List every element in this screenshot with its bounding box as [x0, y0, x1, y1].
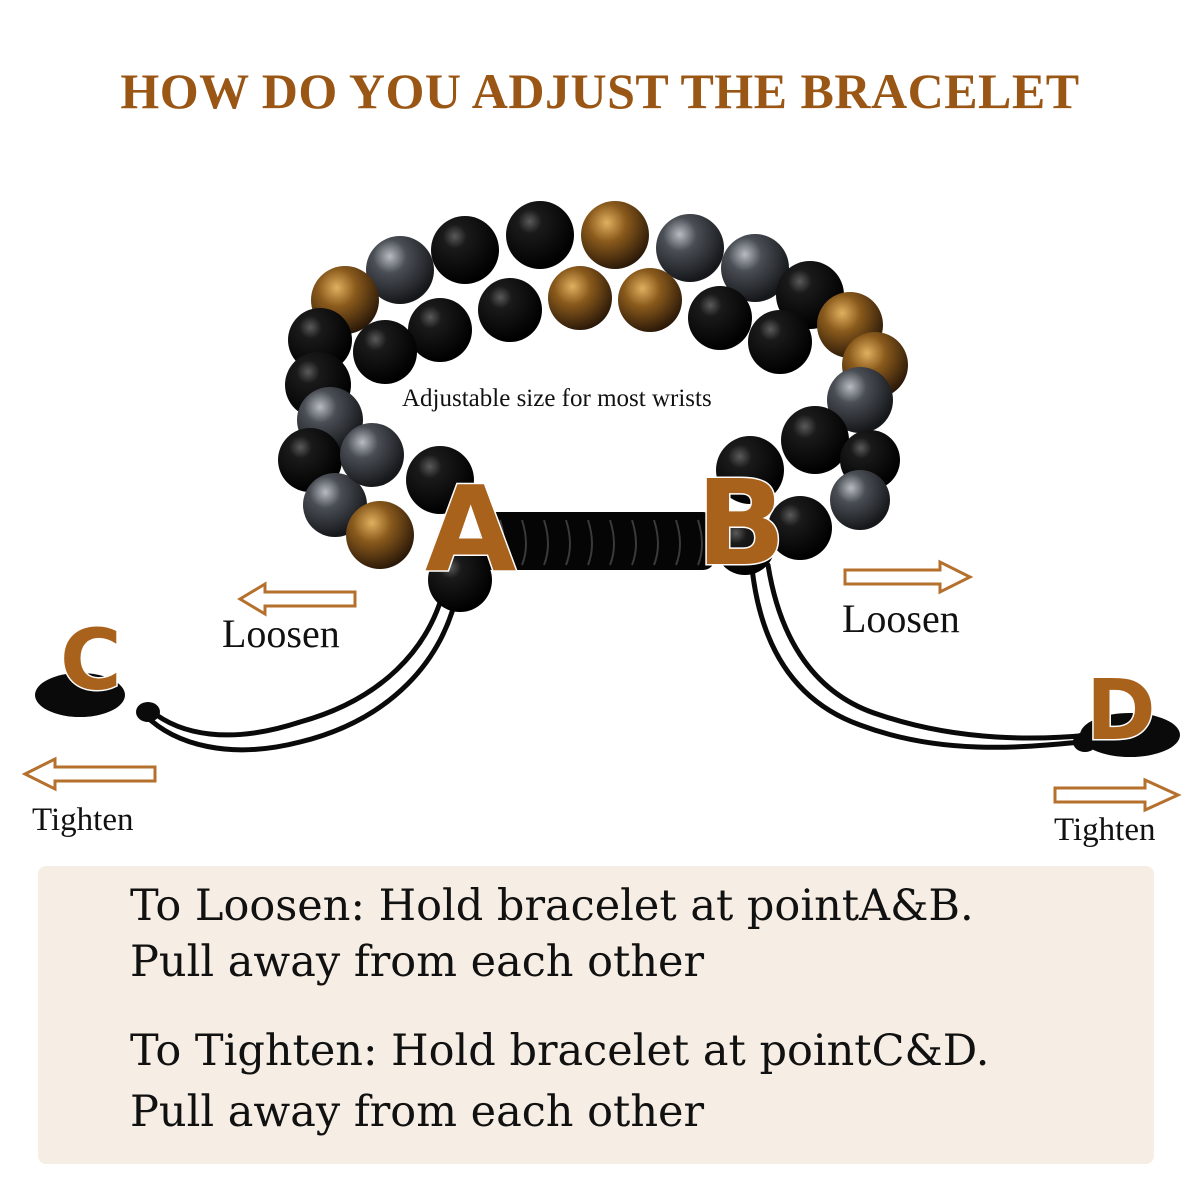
tighten-left-arrow — [21, 756, 157, 792]
bracelet-beads — [278, 201, 908, 612]
bracelet-illustration — [21, 201, 1182, 813]
point-c-marker: C — [59, 611, 124, 709]
tighten-left-label: Tighten — [32, 802, 134, 838]
loosen-instruction-line1: To Loosen: Hold bracelet at pointA&B. — [130, 881, 974, 931]
instructions-panel: To Loosen: Hold bracelet at pointA&B. Pu… — [38, 866, 1154, 1164]
tighten-instruction-line2: Pull away from each other — [130, 1087, 705, 1137]
loosen-instruction-line2: Pull away from each other — [130, 937, 705, 987]
cord-strings[interactable] — [142, 562, 1093, 753]
adjustable-note: Adjustable size for most wrists — [402, 385, 712, 412]
sliding-knot[interactable] — [480, 512, 715, 570]
loosen-right-label: Loosen — [842, 596, 960, 641]
point-d-marker: D — [1085, 661, 1158, 759]
loosen-right-arrow — [843, 559, 974, 595]
point-a-marker: A — [423, 460, 517, 598]
point-b-marker: B — [695, 454, 788, 592]
tighten-right-label: Tighten — [1054, 812, 1156, 848]
cord-end-knots[interactable] — [35, 673, 1180, 757]
loosen-left-arrow — [237, 581, 357, 617]
tighten-instruction-line1: To Tighten: Hold bracelet at pointC&D. — [130, 1026, 990, 1076]
tighten-right-arrow — [1053, 777, 1182, 813]
loosen-left-label: Loosen — [222, 611, 340, 656]
arrows — [21, 559, 1182, 813]
page-title: HOW DO YOU ADJUST THE BRACELET — [120, 63, 1080, 119]
